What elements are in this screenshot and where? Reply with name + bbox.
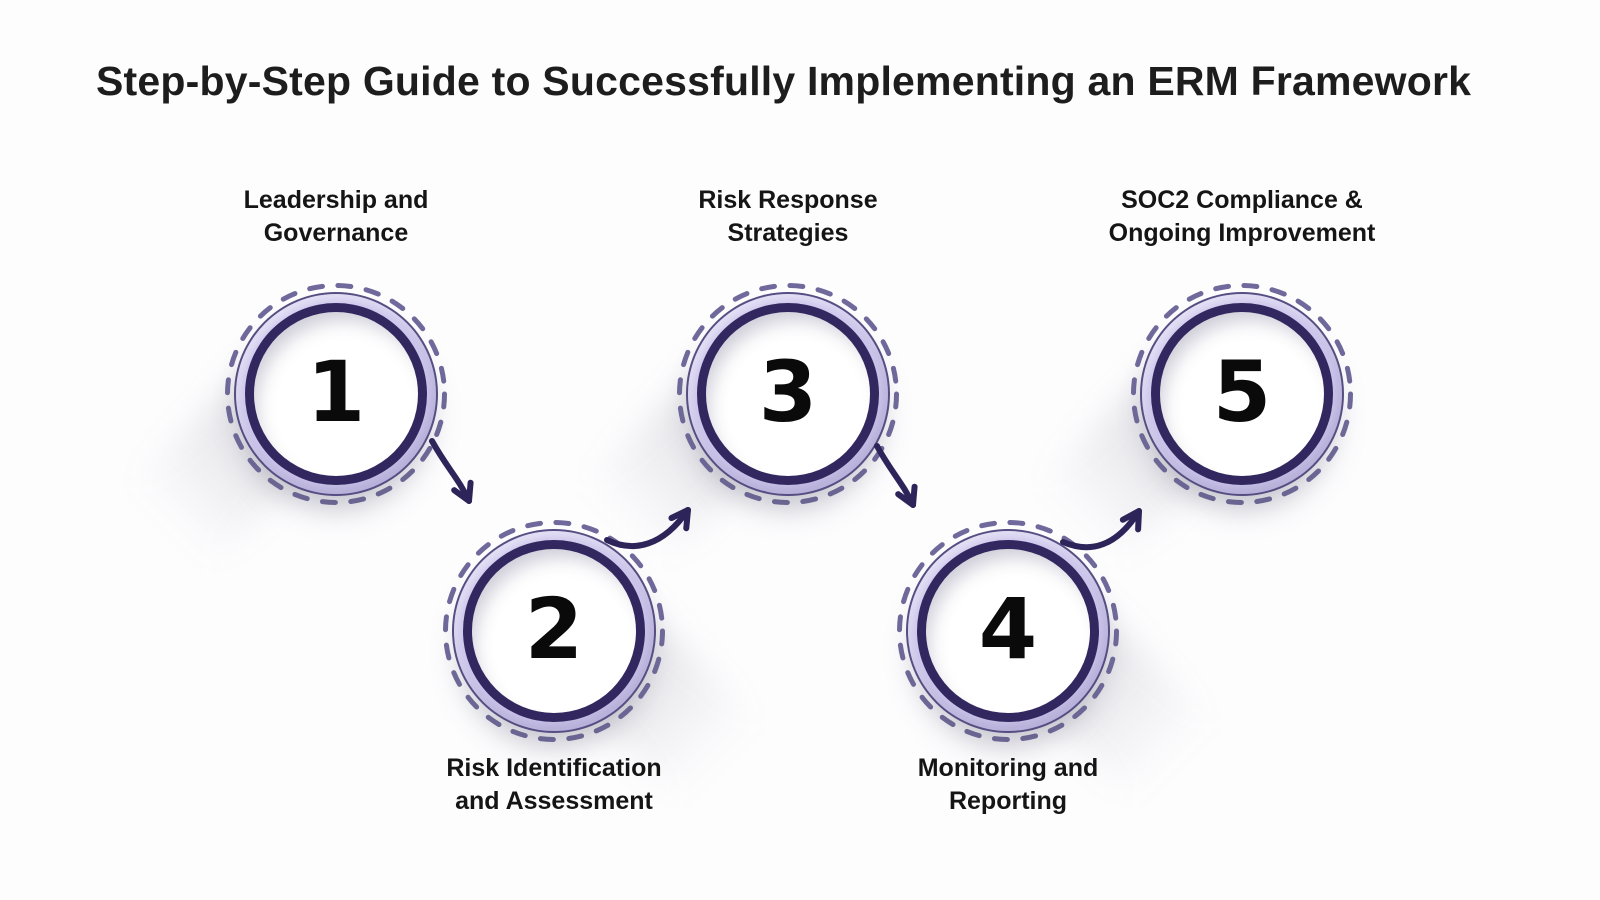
step-label-line: Risk Response bbox=[698, 186, 878, 214]
inner-navy-ring: 2 bbox=[463, 540, 645, 722]
dashed-ring bbox=[225, 283, 447, 505]
step-label-line: SOC2 Compliance & bbox=[1121, 186, 1363, 214]
step-number: 1 bbox=[306, 343, 366, 441]
inner-navy-ring: 5 bbox=[1151, 303, 1333, 485]
inner-navy-ring: 1 bbox=[245, 303, 427, 485]
circle-core: 3 bbox=[706, 312, 870, 476]
step-label-line: and Assessment bbox=[455, 787, 653, 815]
outer-purple-ring: 1 bbox=[236, 294, 436, 494]
outer-purple-ring: 4 bbox=[908, 531, 1108, 731]
dashed-ring bbox=[443, 520, 665, 742]
circle-core: 1 bbox=[254, 312, 418, 476]
outer-purple-ring: 2 bbox=[454, 531, 654, 731]
page-title: Step-by-Step Guide to Successfully Imple… bbox=[96, 58, 1472, 104]
step-label-line: Ongoing Improvement bbox=[1108, 219, 1376, 247]
step-label-line: Leadership and bbox=[243, 186, 429, 214]
step-label-line: Reporting bbox=[948, 787, 1068, 815]
inner-navy-ring: 3 bbox=[697, 303, 879, 485]
dashed-ring bbox=[897, 520, 1119, 742]
step-number: 2 bbox=[524, 580, 584, 678]
circle-core: 5 bbox=[1160, 312, 1324, 476]
step-5-circle: 5 bbox=[1000, 282, 1354, 602]
step-label-line: Monitoring and bbox=[917, 754, 1099, 782]
step-2-circle: 2 bbox=[442, 519, 796, 839]
outer-purple-ring: 5 bbox=[1142, 294, 1342, 494]
step-5-label: SOC2 Compliance & Ongoing Improvement bbox=[1052, 184, 1432, 250]
step-label-line: Risk Identification bbox=[446, 754, 662, 782]
step-4-label: Monitoring and Reporting bbox=[818, 752, 1198, 818]
step-1-circle: 1 bbox=[94, 282, 448, 602]
step-2-label: Risk Identification and Assessment bbox=[364, 752, 744, 818]
dashed-ring bbox=[677, 283, 899, 505]
dashed-ring bbox=[1131, 283, 1353, 505]
circle-core: 2 bbox=[472, 549, 636, 713]
step-4-circle: 4 bbox=[896, 519, 1250, 839]
outer-purple-ring: 3 bbox=[688, 294, 888, 494]
step-number: 4 bbox=[978, 580, 1038, 678]
circle-core: 4 bbox=[926, 549, 1090, 713]
step-1-label: Leadership and Governance bbox=[146, 184, 526, 250]
step-number: 5 bbox=[1212, 343, 1272, 441]
step-number: 3 bbox=[758, 343, 818, 441]
step-3-label: Risk Response Strategies bbox=[598, 184, 978, 250]
step-3-circle: 3 bbox=[546, 282, 900, 602]
step-label-line: Strategies bbox=[727, 219, 849, 247]
inner-navy-ring: 4 bbox=[917, 540, 1099, 722]
step-label-line: Governance bbox=[263, 219, 409, 247]
